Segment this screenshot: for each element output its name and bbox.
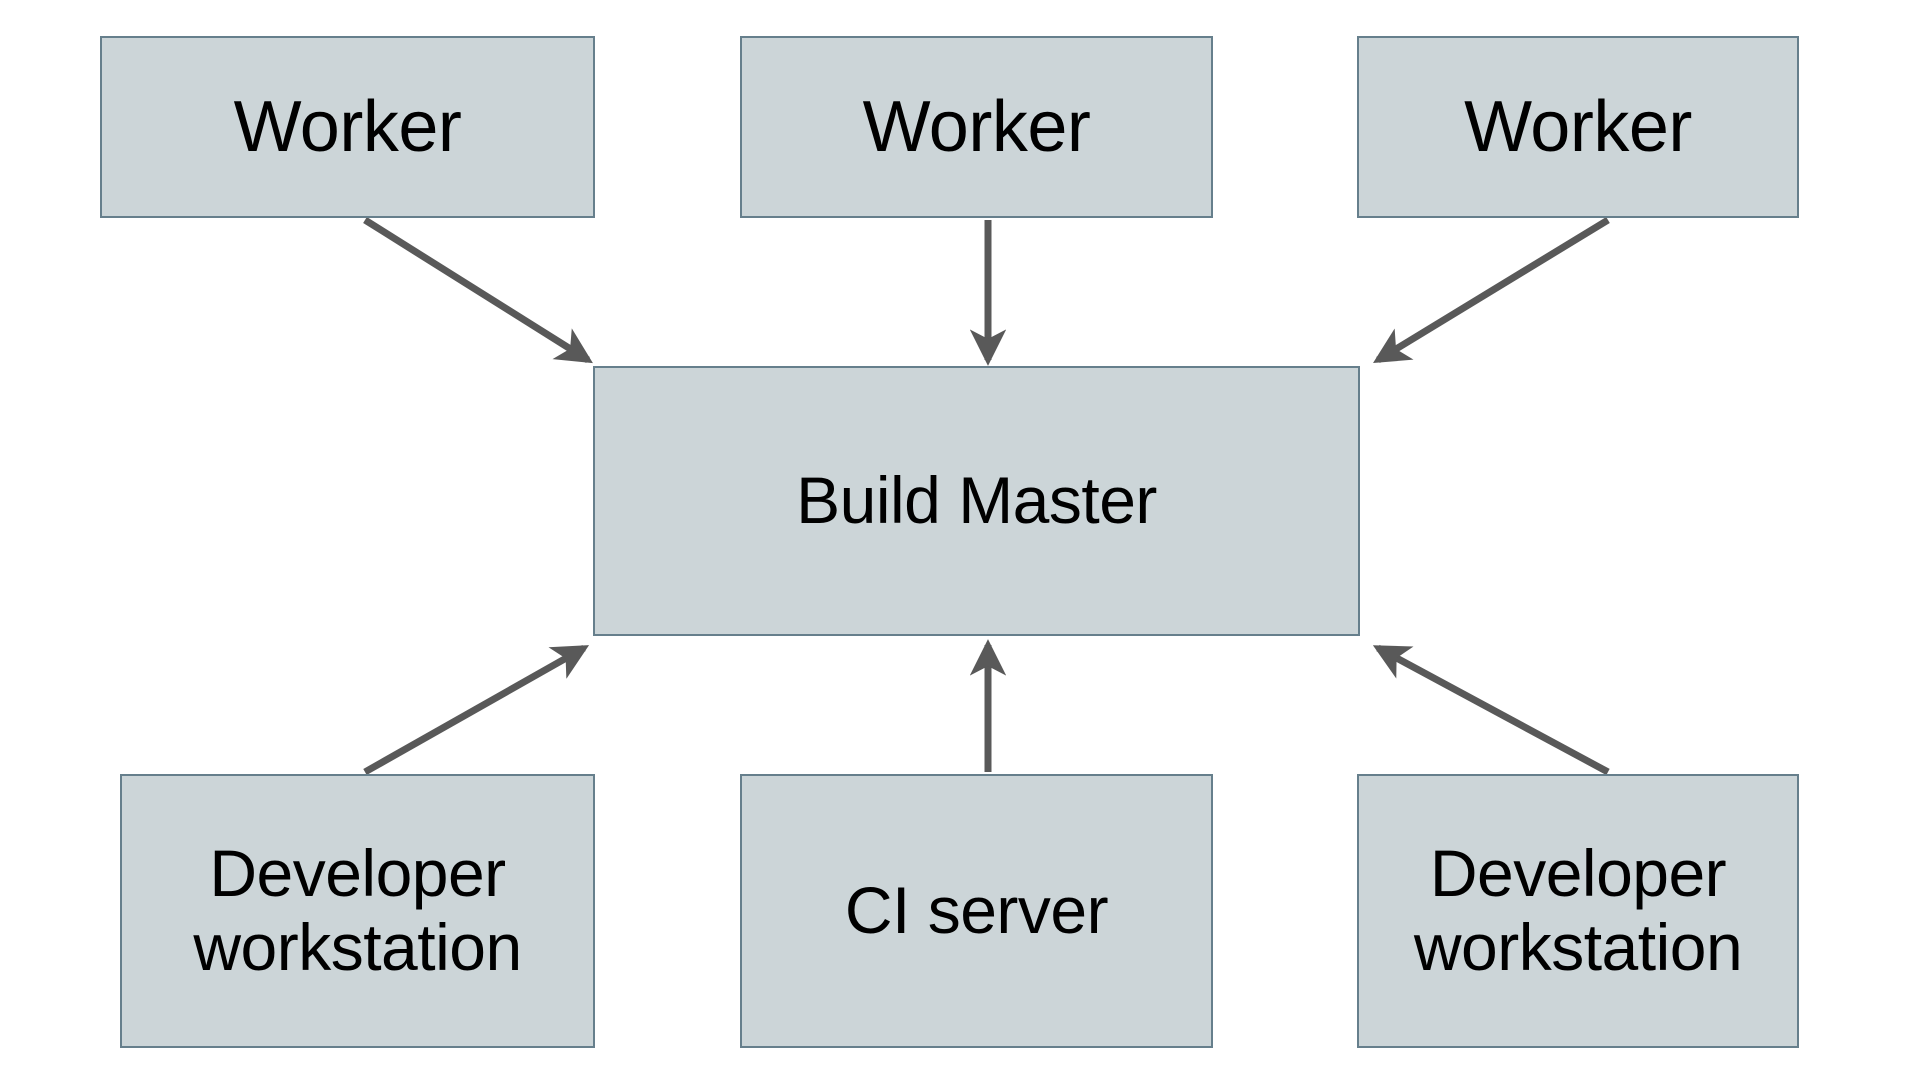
node-label: Build Master	[796, 463, 1157, 538]
node-label: Developer workstation	[1413, 836, 1743, 984]
node-label: Worker	[1464, 86, 1692, 167]
node-build-master[interactable]: Build Master	[593, 366, 1360, 636]
edge-dev-right-to-build-master	[1372, 644, 1610, 776]
node-developer-workstation-right[interactable]: Developer workstation	[1357, 774, 1799, 1048]
node-developer-workstation-left[interactable]: Developer workstation	[120, 774, 595, 1048]
node-worker-center[interactable]: Worker	[740, 36, 1213, 218]
node-label: CI server	[844, 873, 1109, 948]
node-label: Developer workstation	[193, 836, 522, 984]
node-label: Worker	[862, 86, 1091, 167]
node-worker-right[interactable]: Worker	[1357, 36, 1799, 218]
node-ci-server[interactable]: CI server	[740, 774, 1213, 1048]
node-label: Worker	[233, 86, 462, 167]
edge-worker-left-to-build-master	[363, 217, 593, 364]
edge-worker-right-to-build-master	[1373, 217, 1610, 364]
node-worker-left[interactable]: Worker	[100, 36, 595, 218]
edge-dev-left-to-build-master	[363, 644, 590, 776]
